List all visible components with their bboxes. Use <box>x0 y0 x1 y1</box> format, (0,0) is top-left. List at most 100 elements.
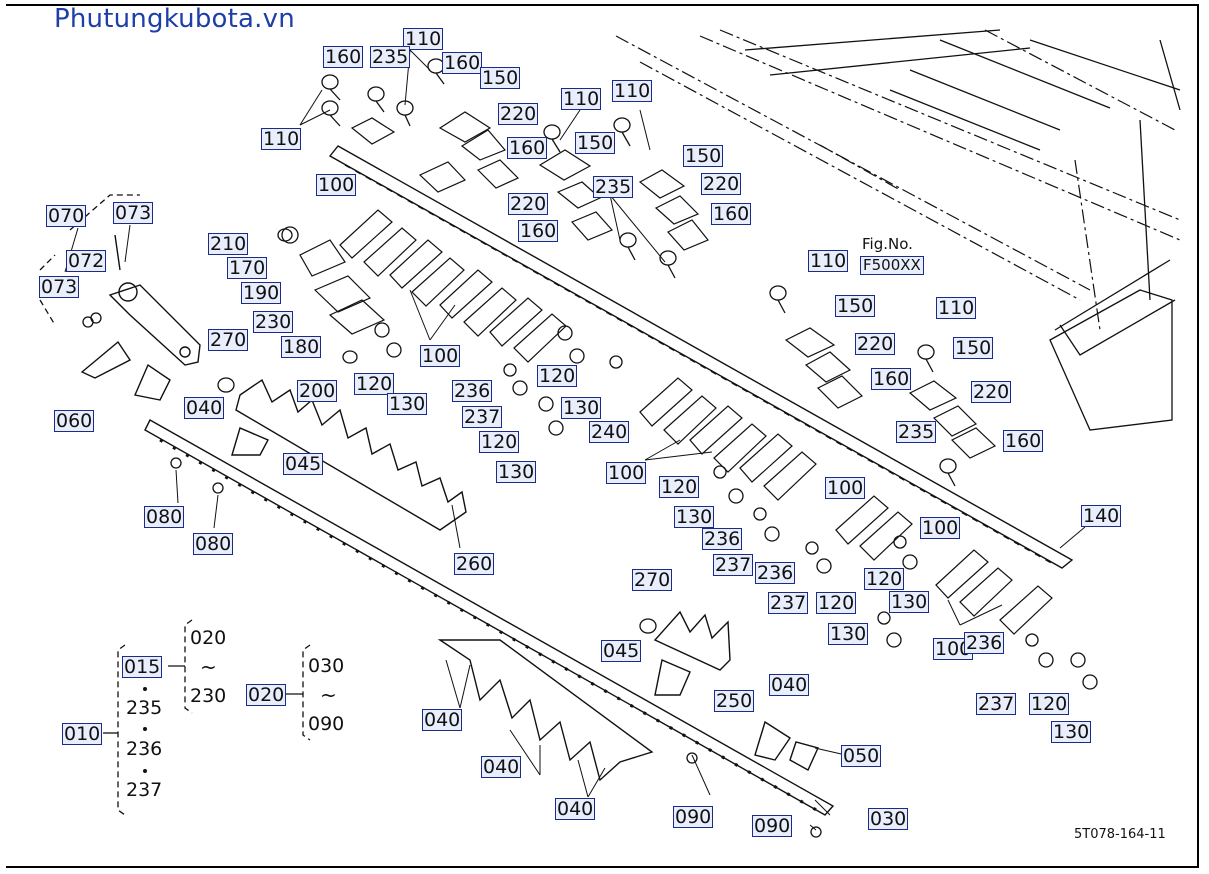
part-callout-110[interactable]: 110 <box>403 28 444 50</box>
part-callout-160[interactable]: 160 <box>518 220 559 242</box>
part-callout-040[interactable]: 040 <box>422 709 463 731</box>
part-callout-040[interactable]: 040 <box>481 756 522 778</box>
part-callout-237[interactable]: 237 <box>768 592 809 614</box>
plate-040-right <box>754 720 791 761</box>
part-callout-060[interactable]: 060 <box>54 410 95 432</box>
part-callout-110[interactable]: 110 <box>936 297 977 319</box>
part-callout-110[interactable]: 110 <box>261 128 302 150</box>
part-callout-040[interactable]: 040 <box>555 798 596 820</box>
nuts-washers <box>82 226 1098 690</box>
part-callout-220[interactable]: 220 <box>701 173 742 195</box>
part-callout-100[interactable]: 100 <box>825 477 866 499</box>
part-callout-080[interactable]: 080 <box>144 506 185 528</box>
part-callout-237[interactable]: 237 <box>976 693 1017 715</box>
part-callout-120[interactable]: 120 <box>1029 693 1070 715</box>
part-callout-073[interactable]: 073 <box>39 276 80 298</box>
lower-knife-back <box>144 419 835 816</box>
part-callout-120[interactable]: 120 <box>659 476 700 498</box>
part-callout-180[interactable]: 180 <box>281 336 322 358</box>
part-callout-045[interactable]: 045 <box>283 453 324 475</box>
part-callout-110[interactable]: 110 <box>561 88 602 110</box>
part-callout-237[interactable]: 237 <box>713 554 754 576</box>
part-callout-130[interactable]: 130 <box>561 397 602 419</box>
leader-lines <box>64 49 1086 831</box>
part-callout-160[interactable]: 160 <box>871 368 912 390</box>
part-callout-160[interactable]: 160 <box>323 46 364 68</box>
part-callout-236[interactable]: 236 <box>702 528 743 550</box>
part-callout-270[interactable]: 270 <box>208 329 249 351</box>
part-callout-190[interactable]: 190 <box>241 282 282 304</box>
part-callout-130[interactable]: 130 <box>387 393 428 415</box>
part-callout-160[interactable]: 160 <box>711 203 752 225</box>
part-callout-230[interactable]: 230 <box>253 311 294 333</box>
upper-guide-bar <box>328 145 1074 569</box>
part-callout-072[interactable]: 072 <box>66 250 107 272</box>
part-callout-130[interactable]: 130 <box>828 623 869 645</box>
part-callout-130[interactable]: 130 <box>496 461 537 483</box>
part-callout-030[interactable]: 030 <box>868 808 909 830</box>
part-callout-150[interactable]: 150 <box>683 145 724 167</box>
part-callout-160[interactable]: 160 <box>442 52 483 74</box>
part-callout-080[interactable]: 080 <box>193 533 234 555</box>
part-callout-120[interactable]: 120 <box>864 568 905 590</box>
part-callout-170[interactable]: 170 <box>227 257 268 279</box>
part-callout-073[interactable]: 073 <box>113 202 154 224</box>
part-callout-120[interactable]: 120 <box>816 592 857 614</box>
part-callout-250[interactable]: 250 <box>714 690 755 712</box>
part-callout-220[interactable]: 220 <box>508 193 549 215</box>
part-callout-110[interactable]: 110 <box>612 80 653 102</box>
part-callout-120[interactable]: 120 <box>354 373 395 395</box>
part-callout-210[interactable]: 210 <box>208 233 249 255</box>
part-callout-100[interactable]: 100 <box>316 174 357 196</box>
chassis-rails <box>744 29 1181 431</box>
part-callout-235[interactable]: 235 <box>370 46 411 68</box>
figure-number[interactable]: F500XX <box>860 256 924 275</box>
part-callout-150[interactable]: 150 <box>953 337 994 359</box>
legend-separator-dot <box>143 687 147 691</box>
part-callout-100[interactable]: 100 <box>920 517 961 539</box>
part-callout-235[interactable]: 235 <box>896 421 937 443</box>
part-callout-220[interactable]: 220 <box>971 381 1012 403</box>
part-callout-236[interactable]: 236 <box>964 632 1005 654</box>
legend-root[interactable]: 010 <box>62 723 103 745</box>
part-callout-130[interactable]: 130 <box>889 591 930 613</box>
part-callout-160[interactable]: 160 <box>507 137 548 159</box>
part-callout-235[interactable]: 235 <box>593 176 634 198</box>
part-callout-220[interactable]: 220 <box>498 103 539 125</box>
part-callout-045[interactable]: 045 <box>601 640 642 662</box>
part-callout-237[interactable]: 237 <box>462 406 503 428</box>
part-callout-220[interactable]: 220 <box>855 333 896 355</box>
part-callout-040[interactable]: 040 <box>184 397 225 419</box>
part-callout-236[interactable]: 236 <box>452 380 493 402</box>
legend-group-a-code[interactable]: 015 <box>122 656 163 678</box>
part-callout-090[interactable]: 090 <box>673 806 714 828</box>
part-callout-050[interactable]: 050 <box>841 745 882 767</box>
part-callout-160[interactable]: 160 <box>1003 430 1044 452</box>
part-callout-110[interactable]: 110 <box>808 250 849 272</box>
part-callout-236[interactable]: 236 <box>755 562 796 584</box>
part-callout-240[interactable]: 240 <box>589 421 630 443</box>
part-callout-150[interactable]: 150 <box>575 132 616 154</box>
part-callout-150[interactable]: 150 <box>480 67 521 89</box>
part-callout-120[interactable]: 120 <box>537 365 578 387</box>
part-callout-270[interactable]: 270 <box>632 569 673 591</box>
part-callout-070[interactable]: 070 <box>46 205 87 227</box>
part-callout-130[interactable]: 130 <box>674 506 715 528</box>
part-callout-130[interactable]: 130 <box>1051 721 1092 743</box>
part-callout-090[interactable]: 090 <box>752 815 793 837</box>
plate-060 <box>80 340 132 379</box>
legend-group-b-to: 090 <box>308 713 345 735</box>
part-callout-100[interactable]: 100 <box>606 462 647 484</box>
part-callout-260[interactable]: 260 <box>454 553 495 575</box>
plate-040-left <box>134 363 171 401</box>
part-callout-200[interactable]: 200 <box>297 380 338 402</box>
part-callout-100[interactable]: 100 <box>933 638 974 660</box>
part-callout-150[interactable]: 150 <box>835 295 876 317</box>
part-callout-120[interactable]: 120 <box>479 431 520 453</box>
legend-group-b-code[interactable]: 020 <box>246 684 287 706</box>
part-callout-040[interactable]: 040 <box>769 674 810 696</box>
part-callout-140[interactable]: 140 <box>1081 505 1122 527</box>
part-callout-100[interactable]: 100 <box>420 345 461 367</box>
legend-group-b-tilde: ~ <box>320 683 337 707</box>
